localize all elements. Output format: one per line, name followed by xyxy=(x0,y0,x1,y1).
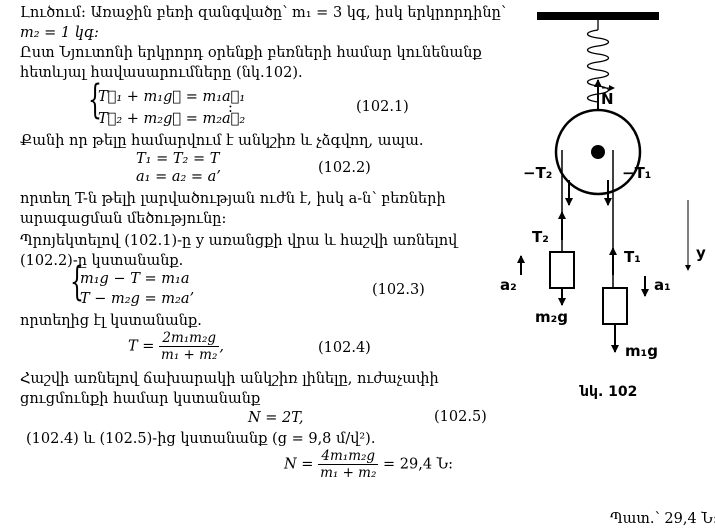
final-equation-result: = 29,4 Ն: xyxy=(383,456,454,473)
label-y: y xyxy=(696,244,706,262)
label-T1: T₁ xyxy=(624,248,641,266)
definition-line-2: արագացման մեծությունը: xyxy=(20,211,227,227)
intro-line-2: m₂ = 1 կգ: xyxy=(20,25,99,41)
equation-number-102-1: (102.1) xyxy=(356,99,409,115)
equation-102-3-b: T − m₂g = m₂a’ xyxy=(80,291,195,307)
final-equation-lhs: N = xyxy=(284,456,314,473)
fraction-numerator: 2m₁m₂g xyxy=(159,330,220,347)
final-equation: N = 4m₁m₂g m₁ + m₂ = 29,4 Ն: xyxy=(284,448,453,481)
substitution-line: (102.4) և (102.5)-ից կստանանք (g = 9,8 մ… xyxy=(26,431,376,447)
result-line: որտեղից էլ կստանանք. xyxy=(20,313,202,329)
equation-102-4-fraction: 2m₁m₂g m₁ + m₂ xyxy=(159,330,220,363)
label-T2: T₂ xyxy=(532,228,549,246)
label-N: N xyxy=(601,90,614,108)
definition-line-1: որտեղ T-ն թելի լարվածության ուժն է, իսկ … xyxy=(20,191,446,207)
label-m2g: m₂g xyxy=(535,308,568,326)
intro-line-1: Լուծում: Առաջին բեռի զանգվածը՝ m₁ = 3 կգ… xyxy=(20,5,507,21)
equation-102-4: T = 2m₁m₂g m₁ + m₂ , xyxy=(128,330,224,363)
label-a2: a₂ xyxy=(500,276,517,294)
newton-line-1: Ըստ Նյուտոնի երկրորդ օրենքի բեռների համա… xyxy=(20,45,482,61)
newton-line-2: հետևյալ հավասարումները (նկ.102). xyxy=(20,65,303,81)
equation-number-102-2: (102.2) xyxy=(318,160,371,176)
label-minus-T1: −T₁ xyxy=(622,164,651,182)
pulley-axle xyxy=(591,145,605,159)
equation-102-2-b: a₁ = a₂ = a’ xyxy=(136,169,221,185)
mass-2-block xyxy=(549,251,575,289)
equation-number-102-4: (102.4) xyxy=(318,340,371,356)
projection-line-1: Պրոյեկտելով (102.1)-ը y առանցքի վրա և հա… xyxy=(20,233,458,249)
equation-102-3-a: m₁g − T = m₁a xyxy=(80,271,190,287)
ceiling-bar xyxy=(537,12,659,20)
mass-1-block xyxy=(602,287,628,325)
equation-102-1-colon: : xyxy=(228,100,233,116)
final-equation-fraction: 4m₁m₂g m₁ + m₂ xyxy=(318,448,379,481)
label-a1: a₁ xyxy=(654,276,671,294)
equation-number-102-3: (102.3) xyxy=(372,282,425,298)
equation-102-2-a: T₁ = T₂ = T xyxy=(136,151,220,167)
label-minus-T2: −T₂ xyxy=(523,164,552,182)
equation-102-5: N = 2T, xyxy=(248,410,304,426)
projection-line-2: (102.2)-ը կստանանք. xyxy=(20,253,184,269)
figure-caption: նկ. 102 xyxy=(579,384,637,400)
constraint-line: Քանի որ թելը համարվում է անկշիռ և չձգվող… xyxy=(20,133,424,149)
equation-102-1-b: T⃗₂ + m₂g⃗ = m₂a⃗₂ xyxy=(98,111,246,127)
equation-102-1-a: T⃗₁ + m₁g⃗ = m₁a⃗₁ xyxy=(98,89,246,105)
brace-102-3: { xyxy=(70,259,84,305)
pulley-line-1: Հաշվի առնելով ճախարակի անկշիռ լինելը, ու… xyxy=(20,371,439,387)
fraction-denominator: m₁ + m₂ xyxy=(161,347,218,363)
equation-number-102-5: (102.5) xyxy=(434,409,487,425)
figure-atwood-machine: N −T₂ −T₁ T₂ T₁ m₂g m₁g a₂ a₁ y xyxy=(500,0,715,410)
brace-102-1: { xyxy=(88,77,102,123)
equation-102-4-tail: , xyxy=(219,338,224,355)
answer-line: Պատ.՝ 29,4 Ն: xyxy=(610,511,715,527)
pulley-diagram: N −T₂ −T₁ T₂ T₁ m₂g m₁g a₂ a₁ y xyxy=(500,12,706,400)
label-m1g: m₁g xyxy=(625,342,658,360)
pulley-line-2: ցուցմունքի համար կստանանք xyxy=(20,391,261,407)
fraction-denominator: m₁ + m₂ xyxy=(320,465,377,481)
equation-102-4-lhs: T = xyxy=(128,338,155,355)
fraction-numerator: 4m₁m₂g xyxy=(318,448,379,465)
